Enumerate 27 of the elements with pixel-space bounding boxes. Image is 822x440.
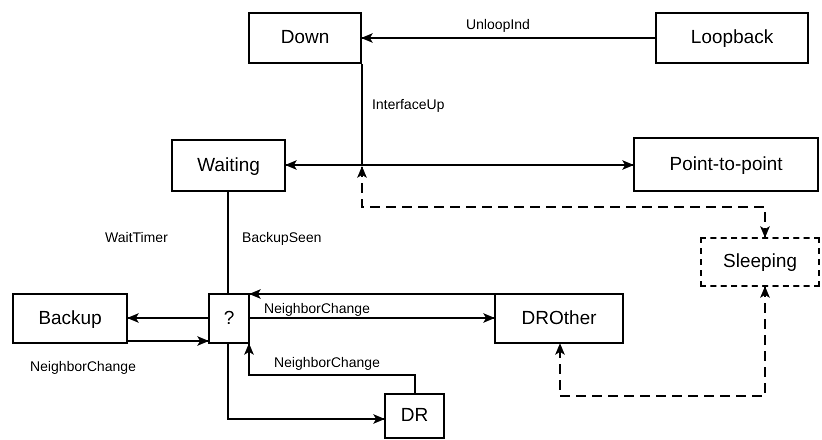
arrow	[361, 64, 634, 170]
arrow	[227, 344, 385, 424]
arrow	[250, 313, 495, 323]
state-box: Loopback	[655, 12, 809, 64]
state-box: DROther	[494, 293, 624, 344]
edge-label: NeighborChange	[262, 300, 372, 316]
arrow	[357, 166, 770, 238]
state-box: Sleeping	[700, 237, 820, 287]
state-box: Down	[248, 12, 362, 64]
edge-label: NeighborChange	[272, 354, 382, 370]
state-box: ?	[208, 293, 250, 344]
arrow	[249, 289, 494, 299]
arrow	[127, 313, 208, 323]
arrow	[128, 336, 209, 346]
state-box: DR	[384, 393, 445, 439]
edge-label: UnloopInd	[464, 16, 532, 32]
state-box: Point-to-point	[633, 137, 819, 192]
connector-line	[227, 192, 229, 293]
edge-label: InterfaceUp	[370, 96, 446, 112]
edge-label: NeighborChange	[28, 358, 138, 374]
arrow	[555, 286, 770, 397]
transition-label: BackupSeen	[240, 229, 324, 245]
arrow	[244, 343, 416, 393]
transition-label: WaitTimer	[103, 229, 170, 245]
state-box: Waiting	[171, 139, 286, 192]
arrow	[361, 33, 655, 43]
state-box: Backup	[12, 293, 128, 344]
